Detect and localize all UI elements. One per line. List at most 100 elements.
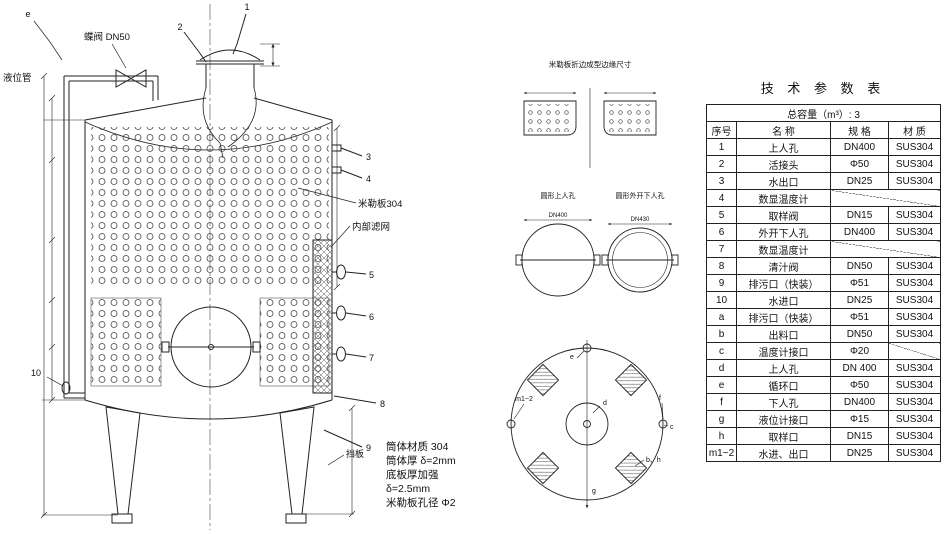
svg-text:筒体厚 δ=2mm: 筒体厚 δ=2mm <box>386 454 456 467</box>
svg-text:圆形外开下人孔: 圆形外开下人孔 <box>616 191 665 200</box>
svg-text:7: 7 <box>369 353 374 363</box>
table-cell: SUS304 <box>887 223 942 241</box>
table-cell: 清汁阀 <box>736 257 831 275</box>
svg-text:5: 5 <box>369 270 374 280</box>
table-cell: 6 <box>706 223 737 241</box>
svg-text:3: 3 <box>366 152 371 162</box>
svg-text:9: 9 <box>366 443 371 453</box>
level-tube-pipe <box>61 75 159 399</box>
material-notes: 筒体材质 304 筒体厚 δ=2mm 底板厚加强 δ=2.5mm 米勒板孔径 Φ… <box>386 440 456 509</box>
header-no: 序号 <box>706 121 737 139</box>
front-manhole <box>161 306 261 388</box>
table-cell: Φ51 <box>830 308 889 326</box>
svg-text:内部滤网: 内部滤网 <box>352 221 390 233</box>
table-cell: Φ15 <box>830 410 889 428</box>
svg-text:e: e <box>25 9 30 19</box>
table-cell: DN15 <box>830 206 889 224</box>
plan-label-f: f <box>659 395 664 420</box>
table-cell: DN400 <box>830 393 889 411</box>
table-cell: 上人孔 <box>736 359 831 377</box>
edge-forming-detail: 米勒板折边成型边缘尺寸 <box>523 59 657 168</box>
table-cell: Φ51 <box>830 274 889 292</box>
svg-text:6: 6 <box>369 312 374 322</box>
butterfly-valve <box>115 69 147 88</box>
svg-text:8: 8 <box>380 399 385 409</box>
svg-text:1: 1 <box>244 2 249 12</box>
table-cell: 8 <box>706 257 737 275</box>
miller-plate-panels <box>90 127 330 387</box>
butterfly-valve-label: 蝶阀 DN50 <box>84 31 130 69</box>
table-cell: DN25 <box>830 291 889 309</box>
table-cell: 外开下人孔 <box>736 223 831 241</box>
table-title: 技 术 参 数 表 <box>760 81 886 96</box>
table-cell: SUS304 <box>887 410 942 428</box>
table-cell: f <box>706 393 737 411</box>
svg-text:DN430: DN430 <box>631 217 650 223</box>
table-cell: 水出口 <box>736 172 831 190</box>
table-cell: 取样阀 <box>736 206 831 224</box>
plan-label-g: g <box>592 488 596 495</box>
header-material: 材 质 <box>887 121 942 139</box>
table-cell: 取样口 <box>736 427 831 445</box>
callout-5: 5 <box>345 270 374 280</box>
table-cell: 液位计接口 <box>736 410 831 428</box>
svg-text:e: e <box>570 354 574 361</box>
svg-text:f: f <box>659 395 661 402</box>
table-cell: 循环口 <box>736 376 831 394</box>
callout-8: 8 <box>333 395 385 409</box>
table-cell: 10 <box>706 291 737 309</box>
plan-label-d: d <box>592 400 607 414</box>
callout-7: 7 <box>345 353 374 363</box>
table-cell: SUS304 <box>887 393 942 411</box>
table-cell: 数显温度计 <box>736 189 831 207</box>
table-cell: 1 <box>706 138 737 156</box>
level-tube-label: 液位管 <box>3 72 32 84</box>
capacity-row: 总容量（m³）: 3 <box>705 104 942 122</box>
table-cell: 排污口（快装） <box>736 308 831 326</box>
table-cell: Φ50 <box>830 376 889 394</box>
plan-label-c: c <box>663 424 674 431</box>
callout-3: 3 <box>340 147 371 162</box>
table-cell: SUS304 <box>887 291 942 309</box>
table-cell: DN400 <box>830 223 889 241</box>
callout-2: 2 <box>177 22 207 63</box>
svg-text:DN400: DN400 <box>549 213 568 219</box>
tank-front-view: 1 2 <box>3 2 456 530</box>
table-cell: SUS304 <box>887 359 942 377</box>
table-cell: DN15 <box>830 427 889 445</box>
plan-label-e: e <box>570 350 585 361</box>
callout-e: e <box>25 9 63 61</box>
inner-filter-label: 内部滤网 <box>330 221 390 248</box>
svg-text:10: 10 <box>31 368 41 378</box>
table-cell: a <box>706 308 737 326</box>
table-cell: 数显温度计 <box>736 240 831 258</box>
svg-text:2: 2 <box>177 22 182 32</box>
table-cell: DN50 <box>830 257 889 275</box>
table-cell: SUS304 <box>887 427 942 445</box>
svg-text:蝶阀 DN50: 蝶阀 DN50 <box>84 31 130 43</box>
table-cell: 活接头 <box>736 155 831 173</box>
svg-text:米勒板304: 米勒板304 <box>358 198 402 210</box>
table-cell: 7 <box>706 240 737 258</box>
svg-text:c: c <box>670 424 674 431</box>
table-cell: 水进、出口 <box>736 444 831 462</box>
baffle-label: 挡板 <box>327 448 364 466</box>
table-cell: SUS304 <box>887 274 942 292</box>
table-cell: DN400 <box>830 138 889 156</box>
plan-view-detail: m1~2 e d f c <box>506 340 674 509</box>
svg-text:d: d <box>603 400 607 407</box>
